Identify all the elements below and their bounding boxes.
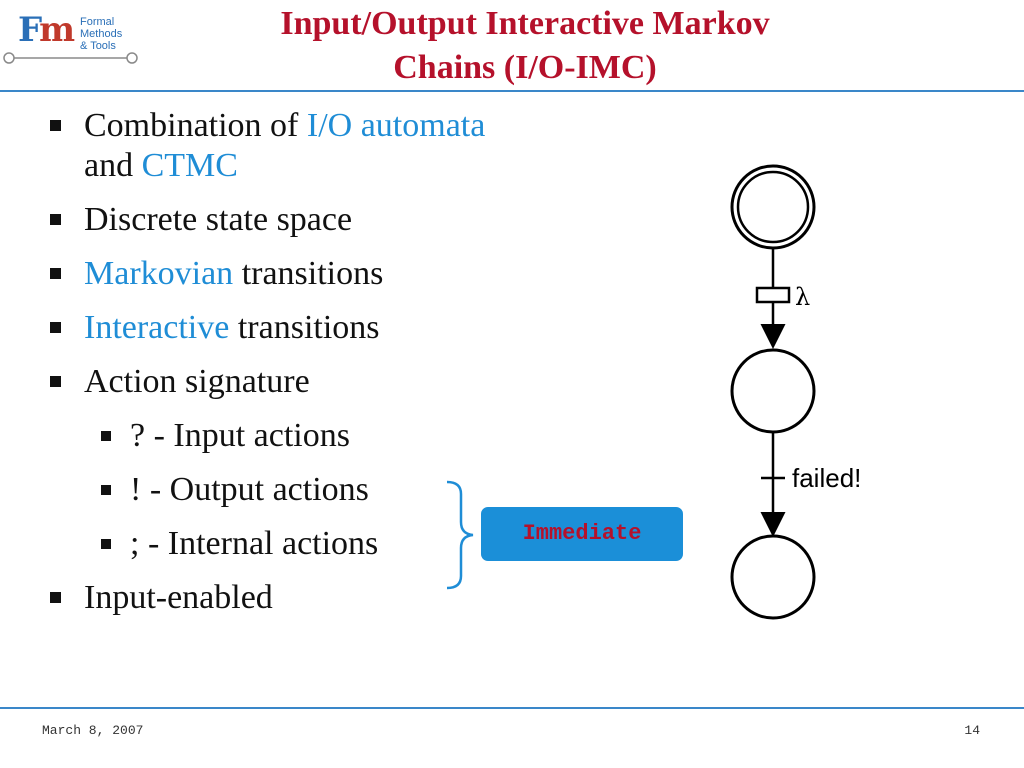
logo: Fm Formal Methods & Tools bbox=[0, 0, 145, 80]
bullet-discrete-state: Discrete state space bbox=[44, 200, 664, 240]
logo-bar-graphic bbox=[3, 52, 138, 64]
header-divider bbox=[0, 90, 1024, 92]
bullet-list: Combination of I/O automata and CTMC Dis… bbox=[44, 106, 664, 618]
slide-title: Input/Output Interactive Markov Chains (… bbox=[160, 2, 890, 90]
sub-bullet-internal: ; - Internal actions bbox=[44, 524, 664, 564]
curly-brace-icon bbox=[446, 480, 474, 590]
bullet-square-icon bbox=[50, 120, 61, 131]
bullet-action-signature: Action signature bbox=[44, 362, 664, 402]
bullet-square-icon bbox=[50, 214, 61, 225]
term-interactive: Interactive bbox=[84, 309, 230, 346]
rate-label: λ bbox=[795, 283, 810, 311]
rate-box bbox=[755, 286, 791, 304]
sub-bullet-output: ! - Output actions bbox=[44, 470, 664, 510]
slide-title-line1: Input/Output Interactive Markov bbox=[280, 5, 770, 42]
bullet-interactive: Interactive transitions bbox=[44, 308, 664, 348]
final-state bbox=[730, 534, 816, 620]
state-diagram-graphic: λ failed! bbox=[730, 164, 861, 620]
bullet-square-icon bbox=[50, 592, 61, 603]
state-diagram: λ failed! bbox=[700, 160, 920, 630]
slide-title-line2: Chains (I/O-IMC) bbox=[393, 49, 657, 86]
bullet-square-icon bbox=[50, 268, 61, 279]
term-io-automata: I/O automata bbox=[306, 107, 486, 144]
term-ctmc: CTMC bbox=[141, 147, 238, 184]
bullet-input-enabled: Input-enabled bbox=[44, 578, 664, 618]
sub-bullet-square-icon bbox=[101, 485, 111, 495]
sub-bullet-square-icon bbox=[101, 431, 111, 441]
bullet-markovian: Markovian transitions bbox=[44, 254, 664, 294]
bullet-square-icon bbox=[50, 376, 61, 387]
sub-bullet-square-icon bbox=[101, 539, 111, 549]
sub-bullet-input: ? - Input actions bbox=[44, 416, 664, 456]
action-label: failed! bbox=[792, 463, 861, 493]
bullet-square-icon bbox=[50, 322, 61, 333]
immediate-badge: Immediate bbox=[481, 507, 683, 561]
middle-state bbox=[730, 348, 816, 434]
initial-state bbox=[730, 164, 816, 250]
footer-divider bbox=[0, 707, 1024, 709]
bullet-combination: Combination of I/O automata and CTMC bbox=[44, 106, 664, 186]
logo-text: Formal Methods & Tools bbox=[80, 16, 123, 52]
logo-mark: Fm bbox=[18, 10, 75, 50]
page-number: 14 bbox=[964, 723, 980, 738]
term-markovian: Markovian bbox=[84, 255, 234, 292]
footer-date: March 8, 2007 bbox=[42, 723, 144, 738]
